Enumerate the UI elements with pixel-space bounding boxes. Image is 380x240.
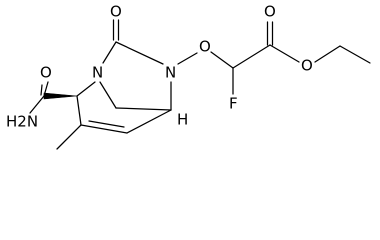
atom-n-bridgehead: N	[92, 64, 103, 82]
bond-c2-c3	[76, 95, 82, 126]
atom-h-stereo: H	[177, 111, 188, 129]
bond-oester-ch2	[314, 45, 341, 63]
bond-nbridge-c2	[76, 81, 96, 97]
bond-nbridge-ch2	[99, 81, 117, 109]
chemical-structure-diagram: O N N O O O F O H2N H	[6, 2, 371, 150]
atom-o-ester: O	[301, 57, 313, 75]
bond-ethyl-ch3	[339, 45, 371, 64]
bond-nring-oether	[177, 52, 198, 65]
molecule-svg: O N N O O O F O H2N H	[6, 3, 371, 150]
bond-c4-c5	[126, 109, 172, 134]
bond-c3-c4-outer	[80, 124, 128, 134]
bond-cester-oester	[269, 44, 300, 63]
bond-c-nbridge	[102, 41, 117, 64]
atom-o-lactam: O	[110, 3, 122, 21]
bond-oether-chf	[210, 51, 234, 69]
bond-methyl	[56, 124, 82, 150]
atom-amide-o: O	[40, 64, 52, 82]
bond-c3-c4-inner	[88, 120, 125, 128]
atom-n-ring: N	[165, 64, 176, 82]
atom-fluorine: F	[229, 95, 238, 113]
atom-o-carbonyl: O	[264, 3, 276, 21]
wedge-bond-amide	[43, 92, 78, 100]
bond-c-nring	[115, 41, 164, 65]
atom-o-ether: O	[199, 38, 211, 56]
bond-amide-co-2	[40, 84, 43, 96]
bond-chf-cester	[232, 44, 271, 69]
bond-ch2-c5	[115, 107, 172, 111]
bond-amide-co-1	[43, 81, 49, 97]
bond-amide-cn	[29, 95, 45, 114]
atom-amide-nh2: H2N	[6, 113, 38, 131]
